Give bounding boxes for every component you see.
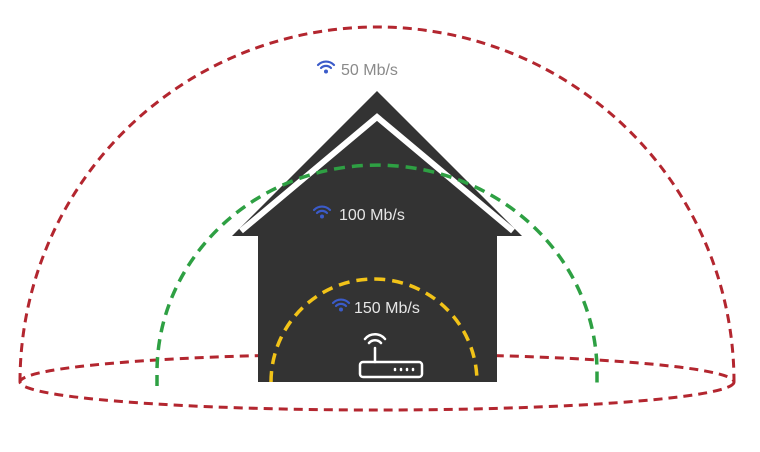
wifi-icon [318, 62, 334, 74]
middle-speed-text: 100 Mb/s [339, 207, 405, 224]
outer-speed-label: 50 Mb/s [318, 62, 398, 79]
inner-speed-text: 150 Mb/s [354, 300, 420, 317]
outer-speed-text: 50 Mb/s [341, 62, 398, 79]
house [232, 91, 522, 382]
house-shape [232, 91, 522, 382]
